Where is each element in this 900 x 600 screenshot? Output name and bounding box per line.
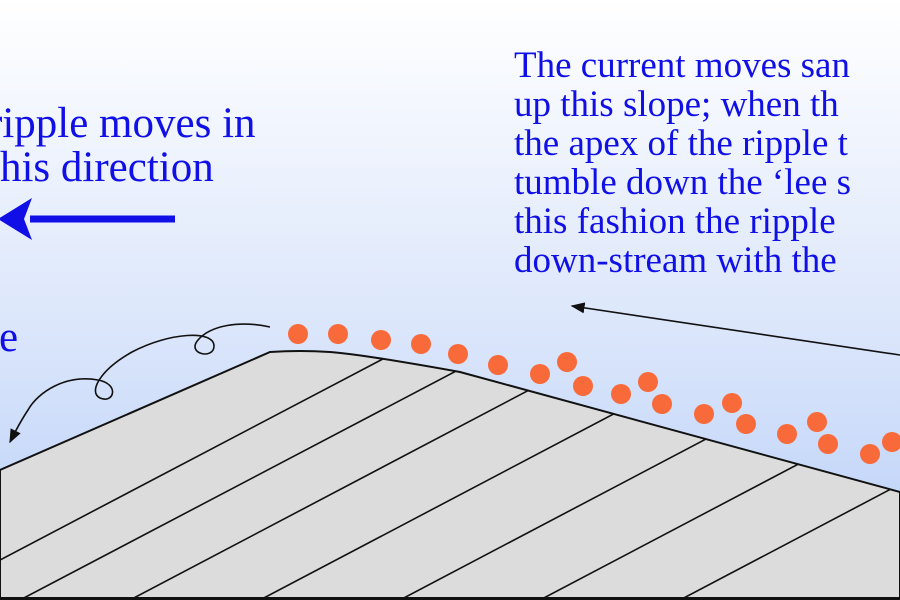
sand-grain: [328, 324, 348, 344]
bedding-line: [0, 351, 401, 561]
sand-grain: [288, 324, 308, 344]
sand-grains: [288, 324, 900, 464]
ripple-cross-section: [0, 350, 900, 600]
current-note-line: The current moves san: [514, 45, 850, 86]
current-pointer-arrow: [570, 302, 900, 356]
current-note-label: The current moves san up this slope; whe…: [514, 46, 851, 280]
sand-grain: [488, 355, 508, 375]
sand-grain: [611, 384, 631, 404]
sand-grain: [530, 364, 550, 384]
current-note-line: up this slope; when th: [514, 84, 839, 125]
ripple-direction-label: ripple moves in this direction: [0, 102, 256, 190]
bedding-line: [19, 351, 501, 600]
sand-grain: [807, 412, 827, 432]
ripple-direction-line: this direction: [0, 144, 214, 191]
sand-grain: [573, 376, 593, 396]
sand-grain: [652, 394, 672, 414]
current-note-line: down-stream with the: [514, 240, 837, 281]
bedding-line: [539, 357, 900, 600]
left-edge-fragment: e: [0, 314, 19, 361]
sand-grain: [777, 424, 797, 444]
sand-grain: [860, 444, 880, 464]
sand-grain: [557, 352, 577, 372]
sand-grain: [448, 344, 468, 364]
current-note-line: tumble down the ‘lee s: [514, 162, 852, 203]
sand-grain: [411, 334, 431, 354]
current-note-line: the apex of the ripple t: [514, 123, 848, 164]
ripple-direction-line: ripple moves in: [0, 100, 256, 147]
bedding-line: [129, 357, 591, 600]
direction-arrow: [0, 198, 175, 240]
sand-grain: [371, 330, 391, 350]
sand-grain: [736, 414, 756, 434]
sand-grain: [694, 404, 714, 424]
current-note-line: this fashion the ripple: [514, 201, 836, 242]
grain-tumble-path: [9, 323, 271, 444]
sand-grain: [882, 432, 900, 452]
sand-grain: [638, 372, 658, 392]
sand-grain: [818, 434, 838, 454]
sand-grain: [722, 393, 742, 413]
bedding-line: [679, 357, 900, 600]
direction-arrow-head: [0, 198, 32, 240]
